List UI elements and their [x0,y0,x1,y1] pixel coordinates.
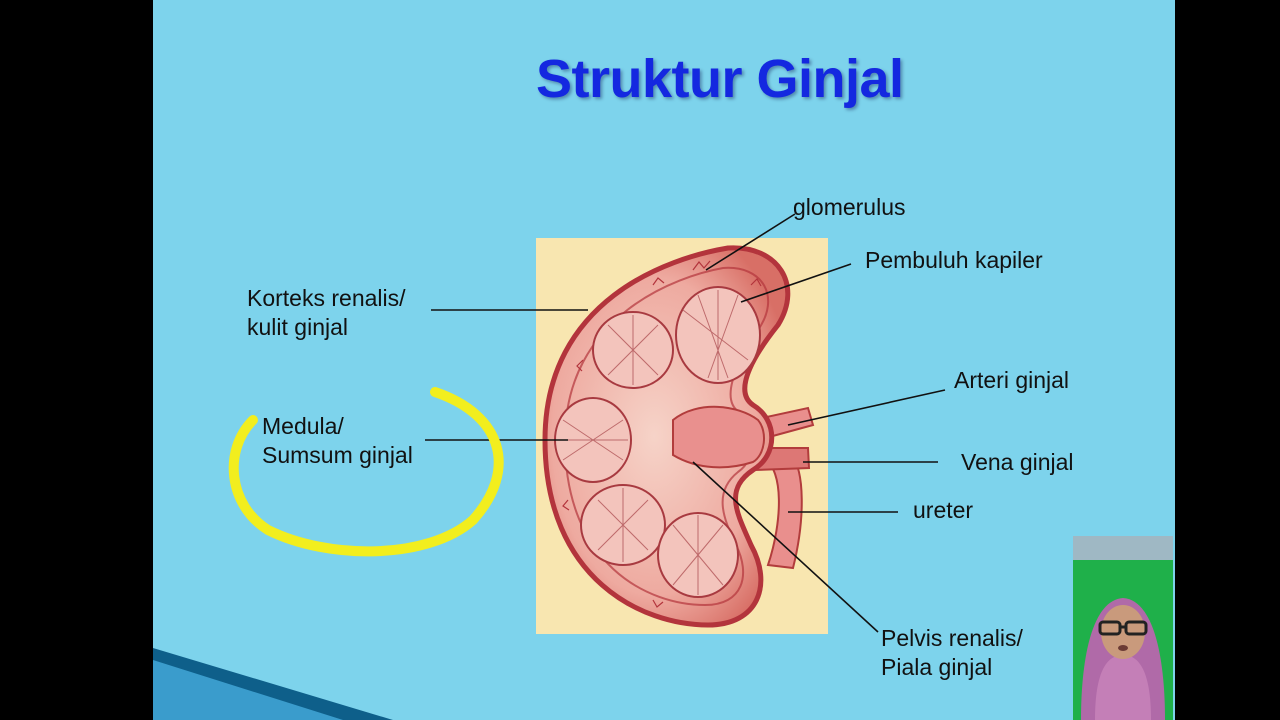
label-glomerulus: glomerulus [793,194,906,220]
label-pelvis-renalis: Pelvis renalis/ Piala ginjal [881,624,1023,682]
presenter-avatar [1081,598,1165,720]
label-arteri-ginjal: Arteri ginjal [954,367,1070,393]
label-medula-line2: Sumsum ginjal [262,442,413,468]
leader-arteri [787,389,946,426]
highlight-annotation-stroke [228,387,504,557]
label-korteks-renalis: Korteks renalis/ kulit ginjal [247,284,406,342]
label-korteks-line1: Korteks renalis/ [247,285,406,311]
presenter-webcam [1073,560,1173,720]
label-korteks-line2: kulit ginjal [247,314,348,340]
slide-corner-decoration [153,648,393,720]
slide-title: Struktur Ginjal [536,49,904,109]
webcam-frame-top [1073,536,1173,560]
leader-pelvis [692,461,879,633]
leader-glomerulus [705,213,796,271]
label-ureter: ureter [913,497,974,523]
label-pelvis-line1: Pelvis renalis/ [881,625,1023,651]
kidney-illustration [542,245,815,628]
label-vena-ginjal: Vena ginjal [961,449,1074,475]
label-medula-line1: Medula/ [262,413,344,439]
label-pembuluh-kapiler: Pembuluh kapiler [865,247,1043,273]
leader-pembuluh-kapiler [740,263,852,303]
label-medula: Medula/ Sumsum ginjal [262,412,413,470]
presentation-slide: Struktur Ginjal glomerulus Pembuluh kapi… [153,0,1175,720]
label-pelvis-line2: Piala ginjal [881,654,993,680]
kidney-diagram [153,213,946,720]
